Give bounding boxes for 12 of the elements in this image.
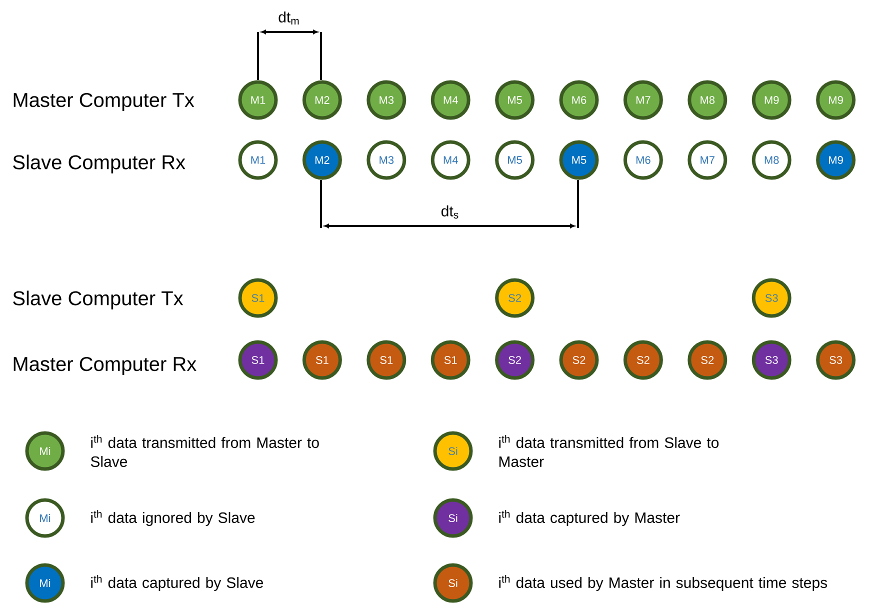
row-label: Slave Computer Rx <box>13 154 186 174</box>
legend-text: i$^{th}$ data ignored by Slave <box>91 510 255 526</box>
legend-text: i$^{th}$ data transmitted from Slave to Master <box>499 435 719 467</box>
row-label: Master Computer Tx <box>14 92 194 112</box>
dimension-label: dt$_{s}$ <box>442 205 458 219</box>
legend-text: i$^{th}$ data captured by Slave <box>91 575 264 591</box>
row-label: Master Computer Rx <box>14 356 196 376</box>
legend-text: i$^{th}$ data used by Master in subsequent time steps <box>499 575 828 591</box>
dimension-label: dt$_{m}$ <box>278 11 299 24</box>
row-label: Slave Computer Tx <box>13 290 184 310</box>
legend-text: i$^{th}$ data transmitted from Master to Slave <box>90 435 319 467</box>
legend-text: i$^{th}$ data captured by Master <box>499 510 680 526</box>
